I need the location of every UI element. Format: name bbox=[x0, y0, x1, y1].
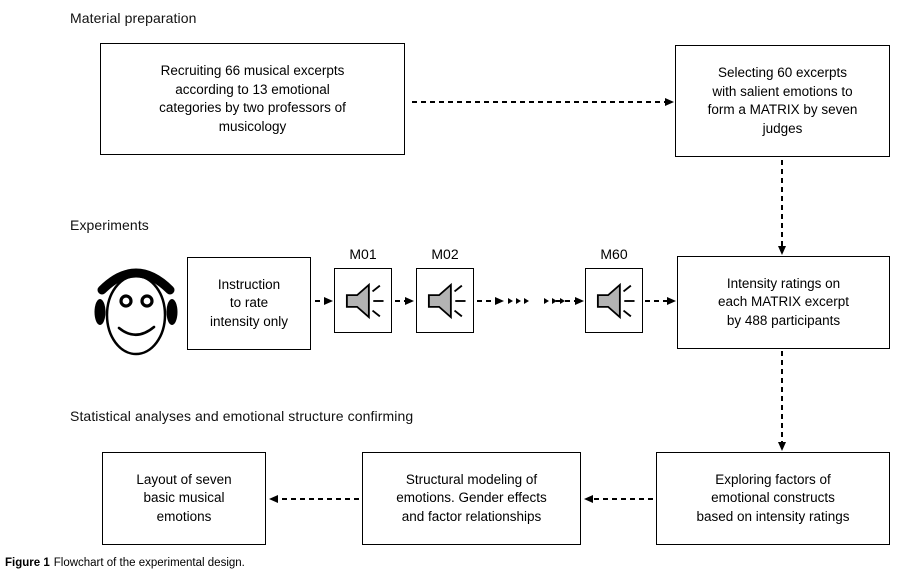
arrow-shaft bbox=[781, 351, 783, 444]
sound-wave-bottom bbox=[453, 309, 463, 317]
excerpt-label-m02: M02 bbox=[431, 246, 459, 262]
speaker-body bbox=[345, 282, 370, 319]
sound-wave-top bbox=[371, 284, 381, 292]
arrow-shaft bbox=[315, 300, 326, 302]
box-layout-emotions: Layout of seven basic musical emotions bbox=[102, 452, 266, 545]
dot bbox=[516, 298, 521, 304]
arrow-shaft bbox=[412, 101, 667, 103]
section-heading-statistical-analyses: Statistical analyses and emotional struc… bbox=[70, 408, 414, 424]
arrowhead bbox=[665, 98, 674, 106]
head-shape bbox=[105, 274, 167, 356]
speaker-body bbox=[427, 282, 452, 319]
box-structural-modeling: Structural modeling of emotions. Gender … bbox=[362, 452, 581, 545]
arrow-shaft bbox=[477, 300, 497, 302]
sound-wave-bottom bbox=[371, 309, 381, 317]
arrow-exploring-to-structural bbox=[584, 495, 653, 503]
arrow-instruction-to-m01 bbox=[315, 297, 333, 305]
speaker-icon bbox=[596, 282, 635, 319]
section-heading-material-preparation: Material preparation bbox=[70, 10, 197, 26]
arrow-shaft bbox=[591, 498, 653, 500]
arrowhead bbox=[667, 297, 676, 305]
arrow-shaft bbox=[276, 498, 359, 500]
caption-label: Figure 1 bbox=[5, 557, 50, 569]
arrow-shaft bbox=[781, 160, 783, 248]
arrow-m01-to-m02 bbox=[395, 297, 414, 305]
box-instruction: Instruction to rate intensity only bbox=[187, 257, 311, 350]
section-heading-experiments: Experiments bbox=[70, 217, 149, 233]
box-selecting-excerpts: Selecting 60 excerpts with salient emoti… bbox=[675, 45, 890, 157]
excerpt-box-m01 bbox=[334, 268, 392, 333]
speaker-icon bbox=[345, 282, 384, 319]
dot bbox=[508, 298, 513, 304]
arrow-shaft bbox=[395, 300, 407, 302]
excerpt-box-m02 bbox=[416, 268, 474, 333]
excerpt-label-m60: M60 bbox=[600, 246, 628, 262]
headphone-band bbox=[97, 268, 175, 295]
headphone-earcup-left bbox=[94, 299, 106, 325]
listener-face-icon bbox=[93, 252, 179, 360]
arrowhead bbox=[778, 246, 786, 255]
dot bbox=[552, 298, 557, 304]
excerpt-label-m01: M01 bbox=[349, 246, 377, 262]
arrow-recruiting-to-selecting bbox=[412, 98, 674, 106]
arrowhead bbox=[778, 442, 786, 451]
sound-wave-top bbox=[453, 284, 463, 292]
eye-right bbox=[140, 294, 154, 308]
headphone-earcup-right bbox=[166, 299, 178, 325]
arrow-shaft bbox=[556, 300, 577, 302]
box-intensity-ratings: Intensity ratings on each MATRIX excerpt… bbox=[677, 256, 890, 349]
arrowhead bbox=[405, 297, 414, 305]
sound-wave-top bbox=[622, 284, 632, 292]
arrow-selecting-to-intensity bbox=[778, 160, 786, 255]
dot bbox=[544, 298, 549, 304]
excerpt-box-m60 bbox=[585, 268, 643, 333]
arrowhead bbox=[269, 495, 278, 503]
arrowhead bbox=[324, 297, 333, 305]
arrow-shaft bbox=[645, 300, 669, 302]
sound-wave-bottom bbox=[622, 309, 632, 317]
listener-face-svg bbox=[94, 268, 178, 356]
box-recruiting-excerpts: Recruiting 66 musical excerpts according… bbox=[100, 43, 405, 155]
caption-text: Flowchart of the experimental design. bbox=[53, 557, 245, 569]
box-exploring-factors: Exploring factors of emotional construct… bbox=[656, 452, 890, 545]
arrow-m60-to-intensity bbox=[645, 297, 676, 305]
arrowhead bbox=[495, 297, 504, 305]
dot bbox=[524, 298, 529, 304]
arrowhead bbox=[584, 495, 593, 503]
dot-gap bbox=[532, 301, 541, 302]
arrow-m02-to-ellipsis bbox=[477, 297, 504, 305]
eye-left bbox=[119, 294, 133, 308]
smile bbox=[117, 325, 156, 337]
arrow-intensity-to-exploring bbox=[778, 351, 786, 451]
arrow-structural-to-layout bbox=[269, 495, 359, 503]
speaker-icon bbox=[427, 282, 466, 319]
arrow-ellipsis-to-m60 bbox=[556, 297, 584, 305]
arrowhead bbox=[575, 297, 584, 305]
speaker-body bbox=[596, 282, 621, 319]
